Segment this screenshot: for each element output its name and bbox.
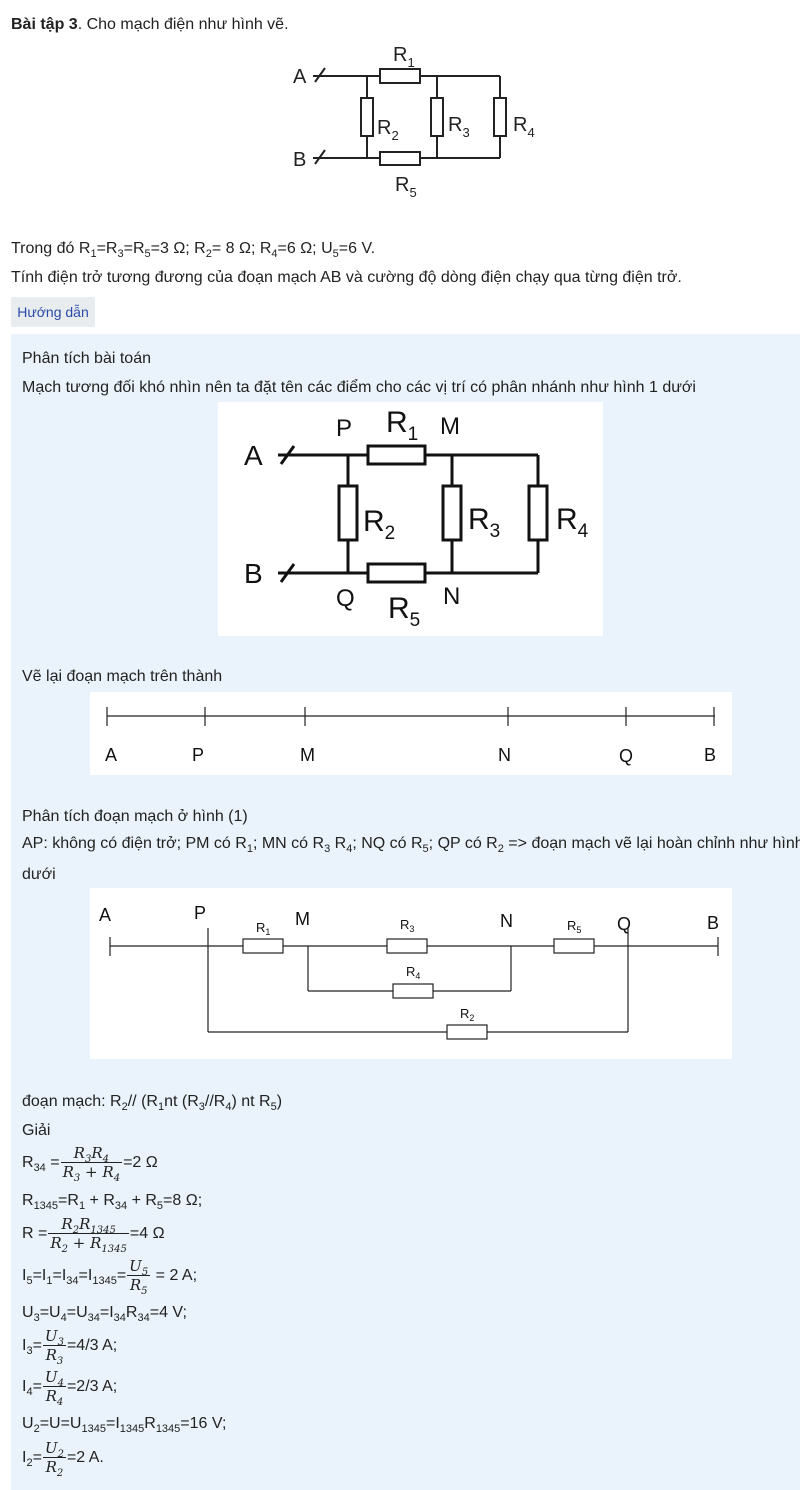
solution-heading: Giải [22,1122,51,1139]
fig2-label-R1: R1 [386,406,418,445]
final-label-M: M [295,909,310,929]
fig2-label-B: B [244,558,263,589]
fig2-label-Q: Q [336,585,355,612]
circuit-description: đoạn mạch: R2// (R1nt (R3//R4) nt R5) [22,1093,283,1113]
final-label-R1: R1 [256,920,270,937]
fig1-analysis-heading: Phân tích đoạn mạch ở hình (1) [22,808,248,825]
fig2-label-R2: R2 [363,505,395,544]
redrawn-circuit-box: A P M N Q B R1 R3 R4 R5 R2 [90,888,732,1059]
fig2-label-N: N [443,583,460,610]
axis-label-P: P [192,745,204,765]
fig1-label-R5: R5 [395,174,417,200]
fig1-analysis-text-2: dưới [22,866,56,883]
fig1-label-R4: R4 [513,114,535,140]
analysis-heading: Phân tích bài toán [22,350,151,367]
fig2-label-R5: R5 [388,592,420,631]
fig1-label-R1: R1 [393,44,415,70]
final-label-Q: Q [617,914,631,934]
formula-r1345: R1345=R1 + R34 + R5=8 Ω; [22,1192,203,1212]
guide-button[interactable]: Hướng dẫn [11,297,95,327]
redrawn-circuit: A P M N Q B R1 R3 R4 R5 R2 [99,903,719,1040]
circuit-figure-1: A B R1 R2 R3 R4 R5 [293,44,535,200]
axis-figure: A P M N Q B [105,707,716,766]
fig2-label-R3: R3 [468,503,500,542]
axis-figure-box: A P M N Q B [90,692,732,775]
fig2-label-A: A [244,440,263,471]
axis-label-B: B [704,745,716,765]
labeled-circuit-box: A B P M Q N R1 R2 R3 R4 R5 [218,402,603,636]
final-label-R3: R3 [400,917,414,934]
final-label-P: P [194,903,206,923]
final-label-N: N [500,911,513,931]
fig2-label-M: M [440,413,460,440]
analysis-intro: Mạch tương đối khó nhìn nên ta đặt tên c… [22,379,696,396]
axis-label-A: A [105,745,117,765]
given-values: Trong đó R1=R3=R5=3 Ω; R2= 8 Ω; R4=6 Ω; … [11,240,376,260]
task-text: Tính điện trở tương đương của đoạn mạch … [11,269,682,286]
axis-label-Q: Q [619,746,633,766]
final-label-R2: R2 [460,1006,474,1023]
final-label-A: A [99,905,111,925]
final-label-R4: R4 [406,964,420,981]
exercise-title: Bài tập 3. Cho mạch điện như hình vẽ. [11,14,289,36]
exercise-title-rest: . Cho mạch điện như hình vẽ. [77,16,289,33]
formula-u2: U2=U=U1345=I1345R1345=16 V; [22,1415,227,1435]
final-label-R5: R5 [567,918,581,935]
fig1-label-R2: R2 [377,117,399,143]
axis-label-N: N [498,745,511,765]
fig1-label-R3: R3 [448,114,470,140]
axis-label-M: M [300,745,315,765]
final-label-B: B [707,913,719,933]
fig1-analysis-text: AP: không có điện trở; PM có R1; MN có R… [22,835,800,855]
fig2-label-P: P [336,415,352,442]
fig2-label-R4: R4 [556,503,589,542]
formula-u3: U3=U4=U34=I34R34=4 V; [22,1304,187,1324]
circuit-figure-labeled: A B P M Q N R1 R2 R3 R4 R5 [244,406,589,631]
exercise-title-bold: Bài tập 3 [11,16,78,33]
fig1-label-A: A [293,66,307,88]
redraw-heading: Vẽ lại đoạn mạch trên thành [22,668,223,685]
fig1-label-B: B [293,149,306,171]
